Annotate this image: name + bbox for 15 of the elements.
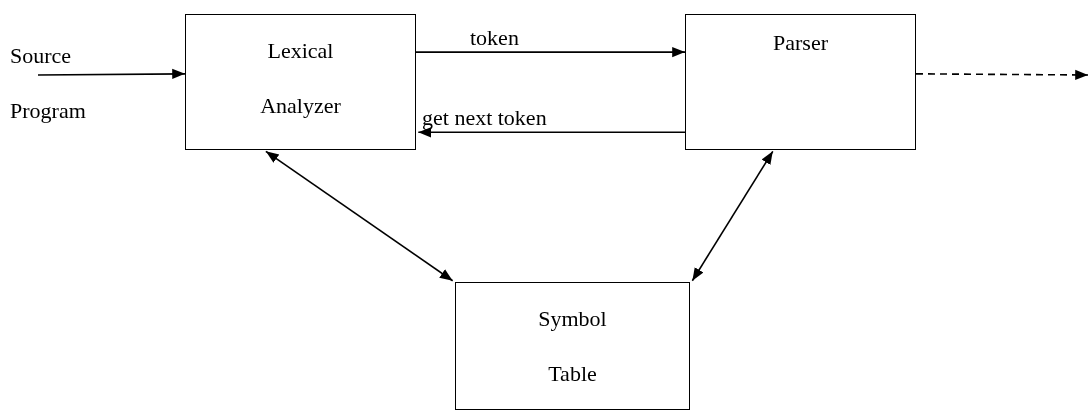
arrow <box>37 68 186 80</box>
edge-label: get next token <box>422 106 547 130</box>
arrow <box>415 46 686 58</box>
process-box <box>685 14 916 150</box>
box-label: Parser <box>772 29 829 57</box>
arrow <box>265 150 454 282</box>
dashed-arrow <box>915 69 1089 81</box>
process-box <box>185 14 416 150</box>
box-label: Symbol Table <box>537 305 608 388</box>
edge-label: token <box>470 26 519 50</box>
edge-label: Source Program <box>10 42 87 125</box>
arrow <box>417 127 686 138</box>
box-label: Lexical Analyzer <box>259 37 342 120</box>
process-box <box>455 282 690 410</box>
arrow <box>691 150 774 282</box>
